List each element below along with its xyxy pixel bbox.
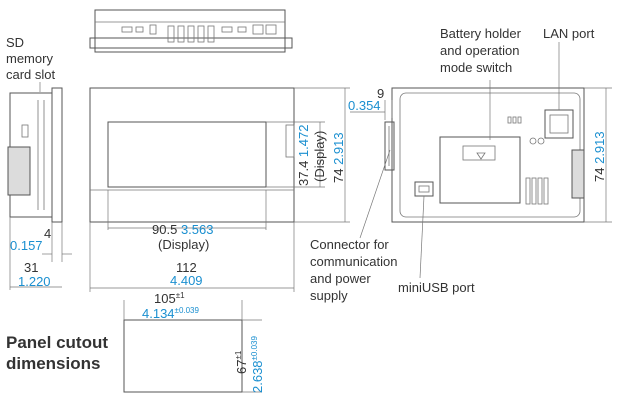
display-width-note: (Display) (158, 237, 209, 252)
display-height-note: (Display) (312, 131, 327, 182)
panel-cutout-view (123, 300, 262, 393)
miniusb-label: miniUSB port (398, 280, 475, 295)
rear-height-dim: 74 2.913 (592, 131, 607, 182)
display-width-dim: 90.5 3.563 (152, 222, 213, 237)
cutout-height-inch: 2.638±0.039 (250, 335, 265, 393)
side-thickness-mm: 4 (44, 226, 51, 241)
front-view (89, 87, 350, 292)
front-width-inch: 4.409 (170, 273, 203, 288)
front-height-dim: 74 2.913 (331, 132, 346, 183)
cutout-height-mm: 67±1 (234, 350, 249, 374)
side-thickness-inch: 0.157 (10, 238, 43, 253)
battery-holder-label: Battery holder and operation mode switch (440, 26, 525, 75)
lan-port-label: LAN port (543, 26, 595, 41)
cutout-width-inch: 4.134±0.039 (142, 306, 200, 321)
side-view (7, 82, 72, 290)
side-depth-mm: 31 (24, 260, 38, 275)
connector-depth-inch: 0.354 (348, 98, 381, 113)
connector-label: Connector for communication and power su… (310, 237, 401, 303)
front-width-mm: 112 (176, 260, 197, 275)
display-height-dim: 37.4 1.472 (296, 125, 311, 186)
connector-depth-mm: 9 (377, 86, 384, 101)
rear-view (350, 42, 612, 279)
sd-slot-label: SD memory card slot (6, 35, 57, 82)
side-depth-inch: 1.220 (18, 274, 51, 289)
top-view (89, 9, 293, 53)
cutout-title: Panel cutout dimensions (6, 333, 113, 373)
cutout-width-mm: 105±1 (154, 291, 185, 306)
